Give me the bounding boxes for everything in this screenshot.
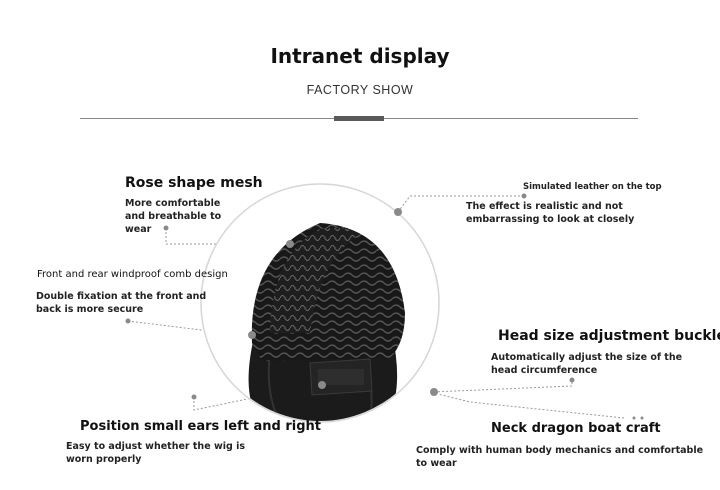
leader-buckle xyxy=(431,378,573,393)
leader-ears xyxy=(193,383,321,411)
rose-mesh-text: More comfortable and breathable to wear xyxy=(125,198,222,235)
comb-heading: Front and rear windproof comb design xyxy=(37,269,228,280)
marker-buckle xyxy=(430,388,438,396)
marker-ears xyxy=(318,381,326,389)
neck-heading: Neck dragon boat craft xyxy=(491,421,661,436)
leather-top-text: The effect is realistic and not embarras… xyxy=(466,201,635,225)
marker-comb xyxy=(248,331,256,339)
marker-rose-mesh-end xyxy=(163,225,169,231)
marker-comb-end xyxy=(125,318,131,324)
leader-leather-top xyxy=(397,195,524,213)
neck-text: Comply with human body mechanics and com… xyxy=(416,445,704,469)
wig-cap-photo xyxy=(200,183,440,423)
marker-leather-top xyxy=(394,208,402,216)
marker-rose-mesh xyxy=(286,240,294,248)
buckle-heading: Head size adjustment buckle xyxy=(498,328,720,344)
marker-ears-end xyxy=(191,394,197,400)
buckle-text: Automatically adjust the size of the hea… xyxy=(491,352,683,376)
marker-leather-end xyxy=(521,193,527,199)
page-title: Intranet display xyxy=(270,44,450,68)
leader-comb xyxy=(127,320,251,337)
comb-text: Double fixation at the front and back is… xyxy=(36,291,207,315)
marker-neck-end xyxy=(632,416,636,420)
leader-neck xyxy=(437,393,625,419)
rose-mesh-heading: Rose shape mesh xyxy=(125,175,263,191)
marker-neck-end-2 xyxy=(640,416,644,420)
page-subtitle: FACTORY SHOW xyxy=(306,83,414,97)
leather-top-heading: Simulated leather on the top xyxy=(523,182,662,192)
ears-heading: Position small ears left and right xyxy=(80,419,321,434)
header-divider-accent xyxy=(334,116,384,121)
ears-text: Easy to adjust whether the wig is worn p… xyxy=(66,441,245,465)
marker-buckle-end xyxy=(569,377,575,383)
